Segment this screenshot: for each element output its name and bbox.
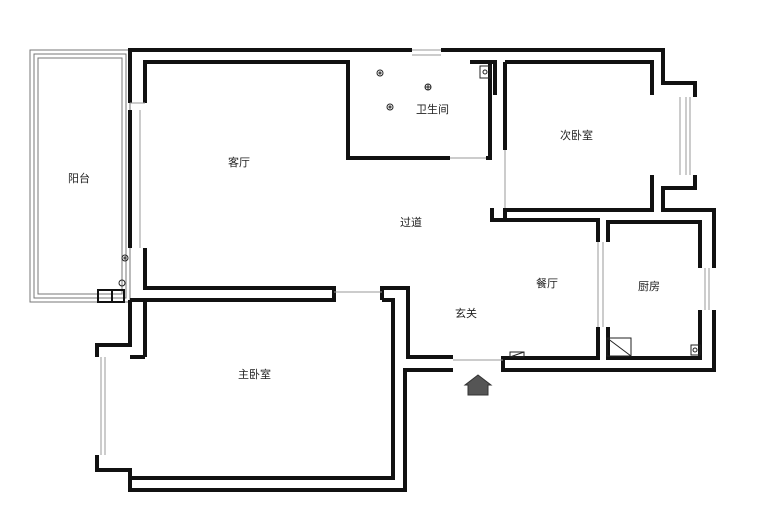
room-label-entrance: 玄关 bbox=[455, 306, 477, 320]
room-label-corridor: 过道 bbox=[400, 215, 422, 229]
kitchen-fixtures bbox=[509, 337, 701, 358]
room-label-second-bedroom: 次卧室 bbox=[560, 128, 593, 142]
room-label-dining-room: 餐厅 bbox=[536, 276, 558, 290]
room-label-bathroom: 卫生间 bbox=[416, 102, 449, 116]
entrance-arrow-icon bbox=[463, 374, 493, 396]
corridor-fixtures bbox=[118, 254, 129, 287]
outer-walls bbox=[95, 48, 716, 492]
room-label-balcony: 阳台 bbox=[68, 171, 90, 185]
column-blocks bbox=[97, 289, 125, 303]
room-label-master-bedroom: 主卧室 bbox=[238, 367, 271, 381]
room-label-kitchen: 厨房 bbox=[638, 280, 660, 293]
room-label-living-room: 客厅 bbox=[228, 155, 250, 169]
bathroom-fixtures bbox=[376, 65, 491, 111]
windows bbox=[100, 49, 710, 455]
inner-walls bbox=[130, 60, 702, 480]
